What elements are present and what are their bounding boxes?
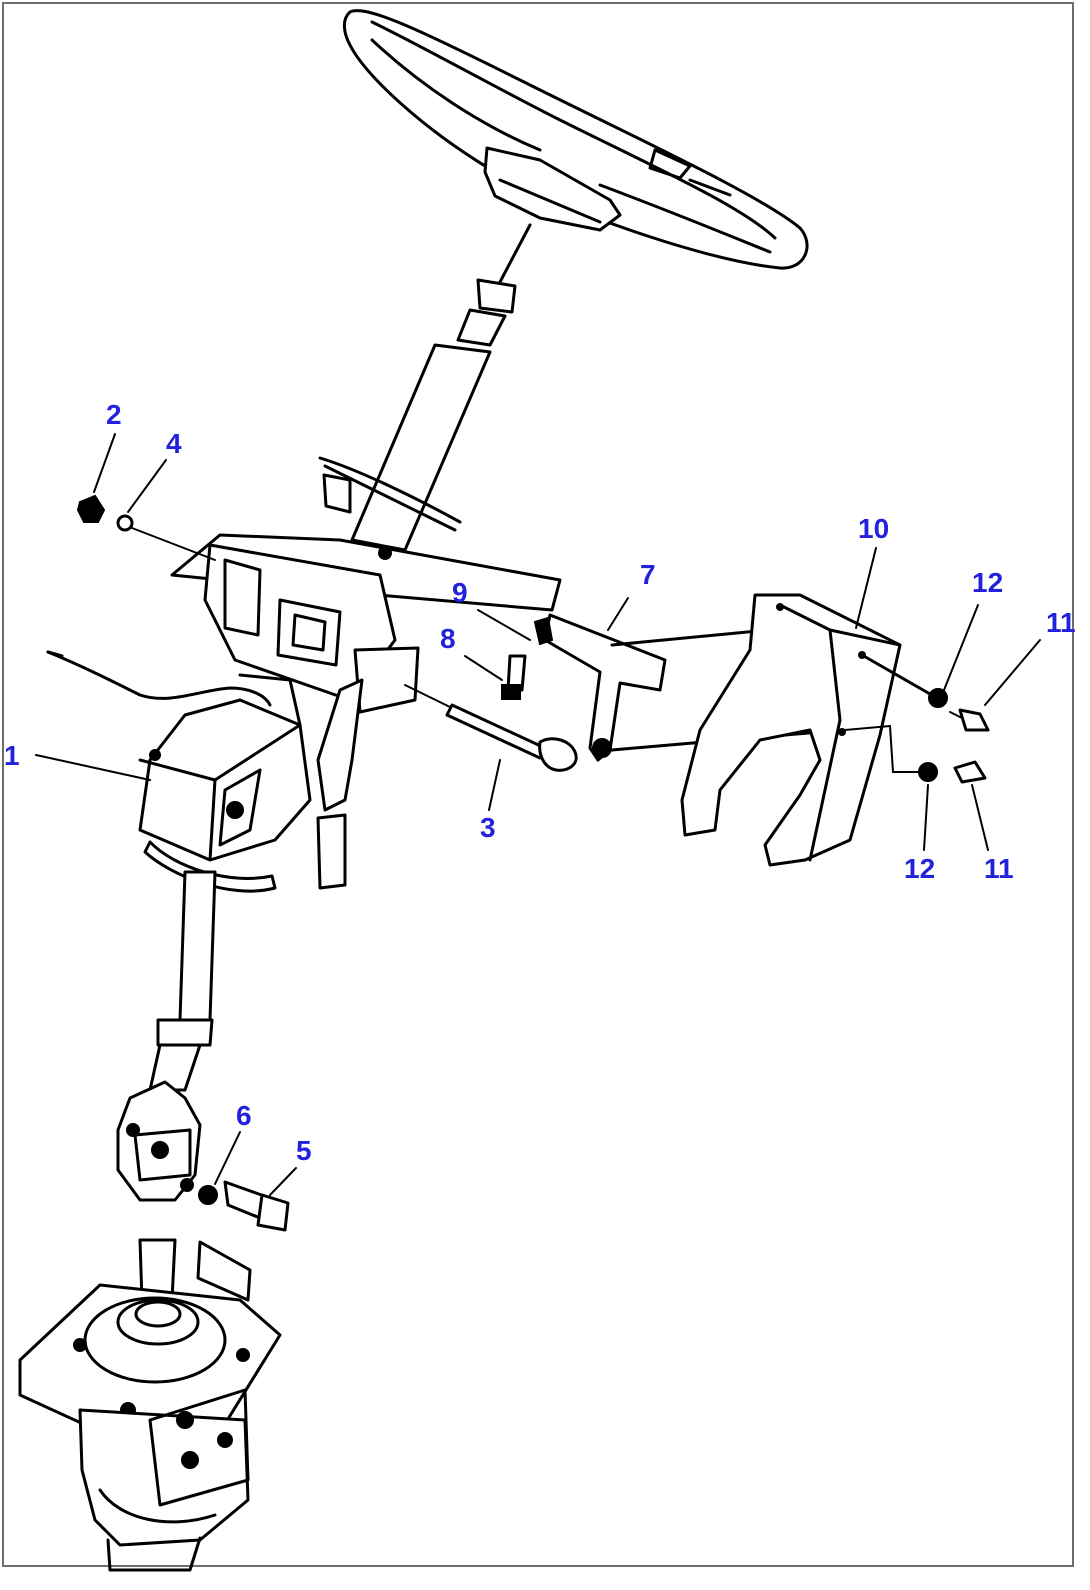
callout-9: 9 [452, 577, 468, 608]
callout-7: 7 [640, 559, 656, 590]
steering-valve [18, 1238, 282, 1572]
callout-5: 5 [296, 1135, 312, 1166]
callout-11-lower: 11 [984, 853, 1014, 884]
callout-11-upper: 11 [1046, 607, 1076, 638]
nut-2-washer-4 [76, 494, 216, 561]
callout-12-upper: 12 [972, 567, 1003, 598]
callout-3: 3 [480, 812, 496, 843]
callout-10: 10 [858, 513, 889, 544]
small-parts-8-9 [501, 616, 554, 700]
callout-1: 1 [4, 740, 20, 771]
lower-shaft [148, 870, 217, 1092]
callout-6: 6 [236, 1100, 252, 1131]
steering-wheel [342, 9, 809, 270]
bolt-3 [404, 684, 578, 772]
fasteners-11-12 [918, 688, 990, 784]
cover-plate [318, 456, 462, 532]
wire-harness [46, 650, 272, 707]
upper-shaft [350, 223, 532, 552]
callout-8: 8 [440, 623, 456, 654]
universal-joint [116, 1080, 202, 1202]
bolt-5-washer-6 [198, 1180, 290, 1232]
callout-4: 4 [166, 428, 182, 459]
pedal-bracket [680, 593, 932, 867]
callouts: 2 4 1 3 9 8 7 10 12 11 12 11 6 5 [4, 399, 1076, 1166]
column-bracket [170, 533, 562, 890]
leader-lines [35, 433, 1041, 1196]
lower-column-housing [138, 673, 312, 893]
callout-2: 2 [106, 399, 122, 430]
callout-12-lower: 12 [904, 853, 935, 884]
